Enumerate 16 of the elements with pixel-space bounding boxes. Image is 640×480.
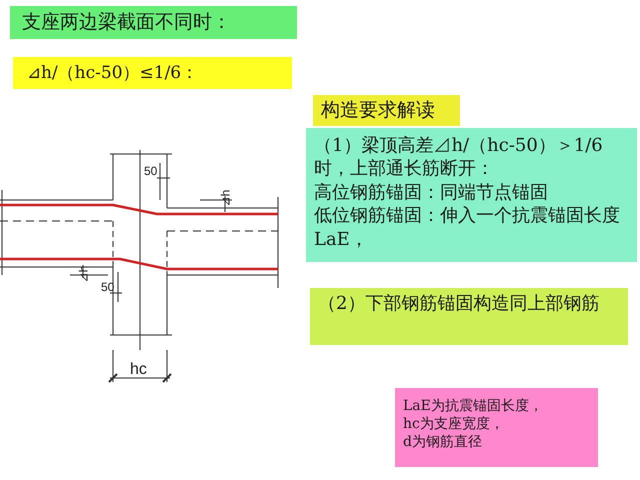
text-line: （1）梁顶高差⊿h/（hc-50）＞1/6时，上部通长筋断开：: [314, 134, 604, 181]
text-line: 高位钢筋锚固：同端节点锚固: [314, 180, 549, 204]
note-box: [306, 128, 637, 262]
dimension-text: hc: [130, 362, 147, 378]
text-line: hc为支座宽度，: [403, 415, 505, 434]
text-box: 构造要求解读: [313, 95, 460, 126]
note-box: [395, 388, 598, 467]
text-box: 支座两边梁截面不同时：: [10, 6, 297, 39]
text-line: LaE为抗震锚固长度，: [403, 397, 544, 416]
text-line: 低位钢筋锚固：伸入一个抗震锚固长度LaE，: [314, 204, 621, 251]
text-box: ⊿h/（hc-50）≤1/6：: [13, 57, 292, 90]
dimension-text: 50: [144, 165, 158, 177]
text-box: （2）下部钢筋锚固构造同上部钢筋: [310, 288, 628, 345]
dimension-text: ⊿h: [77, 266, 90, 282]
text-line: d为钢筋直径: [403, 433, 483, 452]
dimension-text: ⊿h: [219, 190, 232, 206]
